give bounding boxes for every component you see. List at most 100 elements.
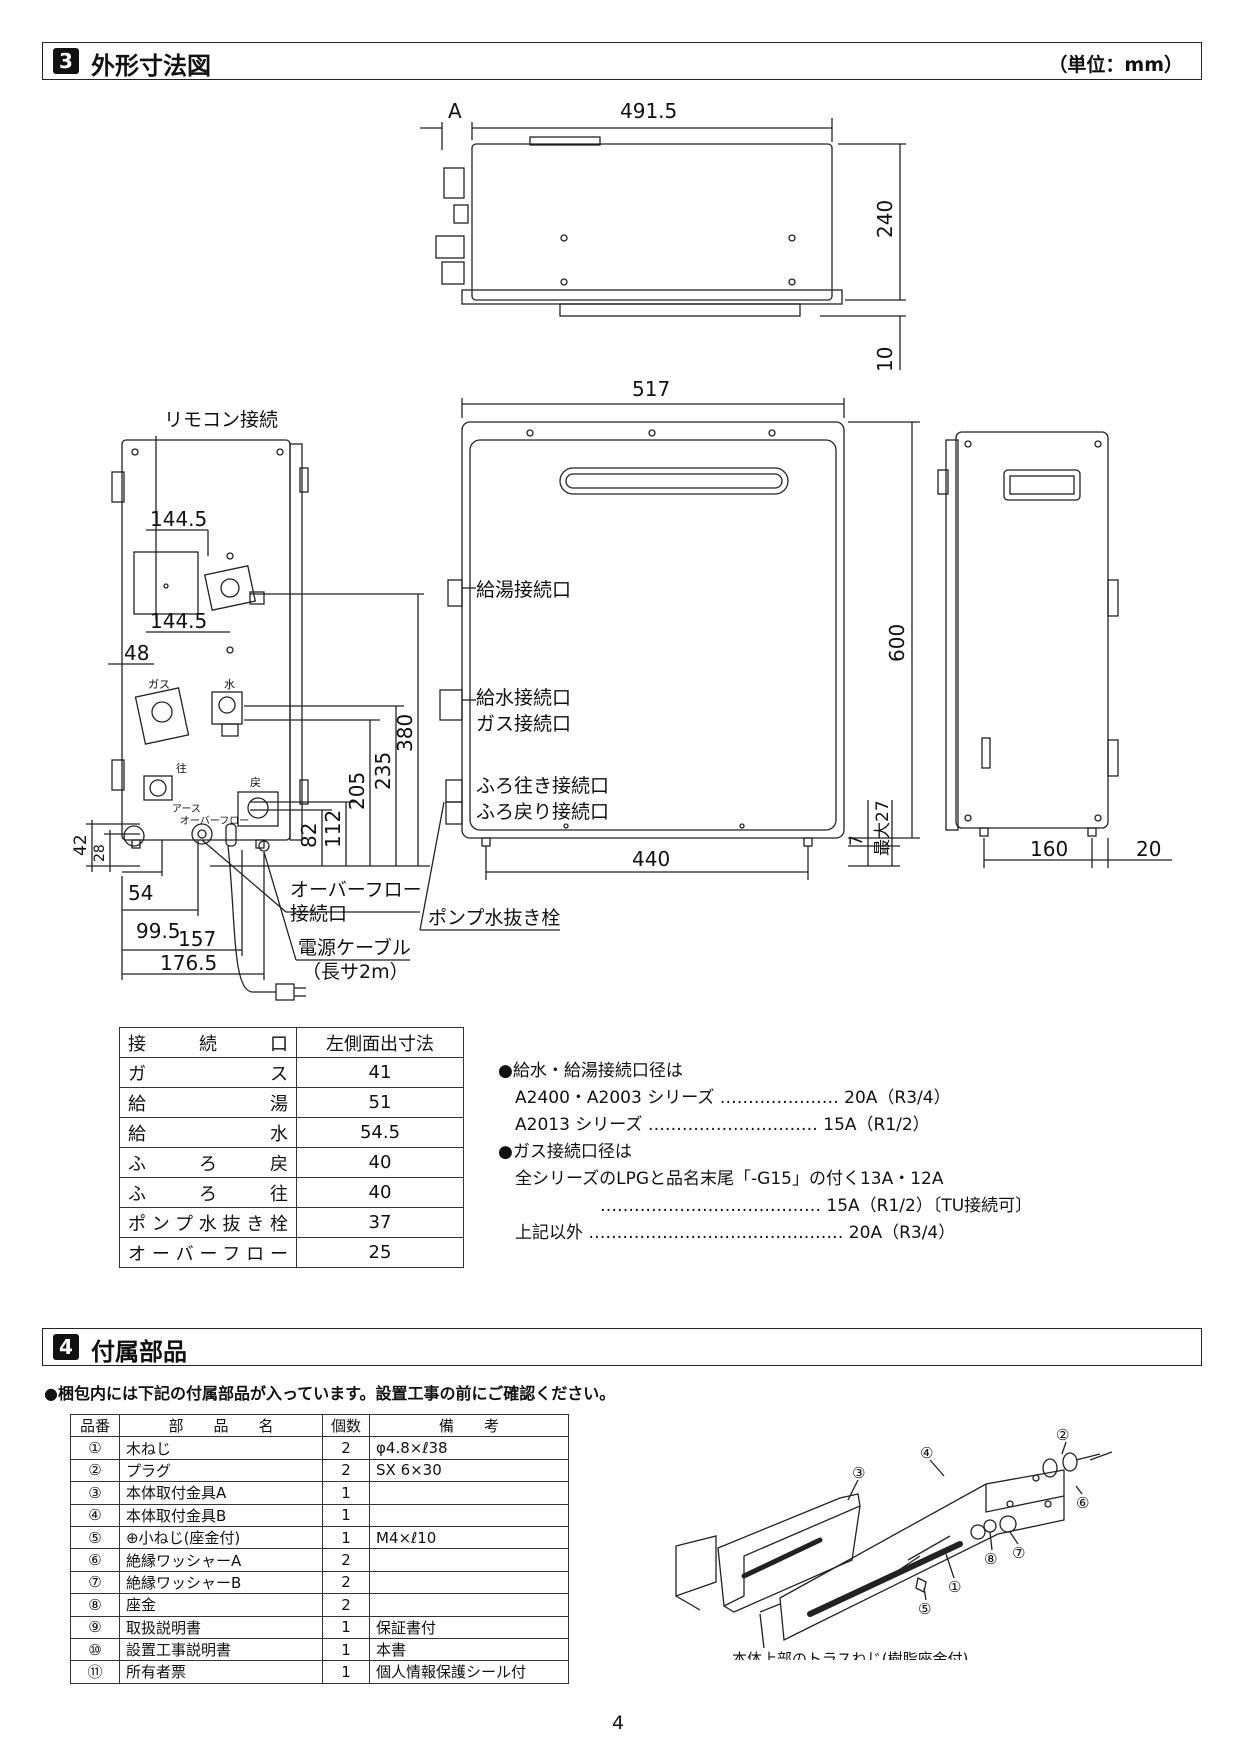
table-header: 品番 (70, 1413, 120, 1438)
dim-144-5-upper: 144.5 (150, 507, 207, 531)
label-gas-port: ガス接続口 (476, 713, 571, 735)
dim-seven: 7 (847, 835, 867, 846)
section-4-header: 4 付属部品 (42, 1328, 1202, 1366)
label-overflow-1: オーバーフロー (290, 879, 422, 901)
dim-28: 28 (92, 844, 108, 862)
table-cell: 本体取付金具A (119, 1481, 323, 1505)
table-cell: 絶縁ワッシャーB (119, 1570, 323, 1595)
front-view (439, 398, 920, 880)
dim-width-front: 517 (632, 377, 670, 401)
table-cell: 25 (296, 1237, 464, 1268)
table-cell: 2 (322, 1458, 370, 1483)
mark-gas: ガス (148, 678, 170, 691)
table-cell: 2 (322, 1436, 370, 1460)
table-cell: 1 (322, 1615, 370, 1639)
table-cell: 取扱説明書 (119, 1615, 323, 1639)
note-line: ●給水・給湯接続口径は (498, 1061, 683, 1081)
table-cell: 本体取付金具B (119, 1503, 323, 1527)
section-number-badge: 3 (53, 48, 79, 74)
dimension-drawing: A 491.5 240 10 517 600 440 最大27 7 給湯接続口 … (71, 99, 1172, 1001)
dim-205: 205 (345, 772, 369, 810)
dim-width-top: 491.5 (620, 99, 677, 123)
table-cell: 所有者票 (119, 1660, 323, 1684)
table-cell: ④ (70, 1503, 120, 1527)
right-side-view (937, 431, 1172, 868)
table-cell: 2 (322, 1548, 370, 1572)
table-cell: 1 (322, 1660, 370, 1684)
table-header-row: 接 続 口 左側面出寸法 (119, 1027, 464, 1058)
label-bath-go-port: ふろ往き接続口 (476, 775, 609, 797)
table-cell: 40 (296, 1177, 464, 1208)
table-cell: 座金 (119, 1593, 323, 1617)
table-cell: ⑥ (70, 1548, 120, 1572)
label-hot-water-port: 給湯接続口 (476, 579, 571, 601)
table-cell: ⑩ (70, 1637, 120, 1662)
mark-earth: アース (172, 804, 201, 815)
table-cell: 保証書付 (369, 1615, 569, 1639)
callout-4: ④ (920, 1444, 933, 1462)
dim-42: 42 (71, 834, 91, 856)
table-cell (369, 1503, 569, 1527)
table-cell: ⑪ (70, 1660, 120, 1684)
section-title: 付属部品 (91, 1338, 187, 1366)
table-header: 部 品 名 (119, 1413, 323, 1438)
section-title: 外形寸法図 (91, 52, 211, 80)
dim-176-5: 176.5 (160, 951, 217, 975)
connection-notes: ●給水・給湯接続口径は A2400・A2003 シリーズ ………………… 20A… (498, 1058, 1032, 1247)
table-cell: ⑦ (70, 1570, 120, 1595)
dim-bottom-front: 440 (632, 847, 670, 871)
table-cell: ② (70, 1458, 120, 1483)
label-power-cable-2: （長サ2m） (302, 961, 409, 983)
callout-1: ① (948, 1578, 961, 1596)
mark-water: 水 (224, 678, 235, 691)
table-cell: ふ ろ 往 (119, 1177, 297, 1208)
table-cell: 木ねじ (119, 1436, 323, 1460)
table-cell: オーバーフロー (119, 1237, 297, 1268)
table-cell: 1 (322, 1637, 370, 1662)
dim-157: 157 (178, 927, 216, 951)
table-header: 左側面出寸法 (296, 1027, 464, 1058)
mark-overflow: オーバーフロー (180, 815, 249, 827)
dim-112: 112 (321, 810, 345, 848)
top-view (420, 118, 906, 370)
table-cell: プラグ (119, 1458, 323, 1483)
table-cell: φ4.8×ℓ38 (369, 1436, 569, 1460)
bracket-assembly-drawing: ③ ④ ② ⑥ ⑧ ⑦ ① ⑤ 本体上部のトラスねじ(樹脂座金付) (675, 1426, 1113, 1660)
table-cell (369, 1593, 569, 1617)
table-cell: ⑨ (70, 1615, 120, 1639)
mark-return: 戻 (250, 776, 261, 789)
accessory-note: ●梱包内には下記の付属部品が入っています。設置工事の前にご確認ください。 (44, 1384, 616, 1403)
table-cell: 設置工事説明書 (119, 1637, 323, 1662)
table-cell: SX 6×30 (369, 1458, 569, 1483)
table-cell: 絶縁ワッシャーA (119, 1548, 323, 1572)
dim-a: A (448, 99, 462, 123)
table-cell: ① (70, 1436, 120, 1460)
table-cell: 給 水 (119, 1117, 297, 1148)
table-cell: M4×ℓ10 (369, 1525, 569, 1550)
dim-54: 54 (128, 881, 153, 905)
note-line: A2013 シリーズ ………………………… 15A（R1/2） (498, 1115, 930, 1135)
table-cell: 個人情報保護シール付 (369, 1660, 569, 1684)
table-header: 個数 (322, 1413, 370, 1438)
callout-5: ⑤ (918, 1600, 931, 1618)
page-number: 4 (612, 1712, 625, 1734)
table-cell: 2 (322, 1570, 370, 1595)
label-overflow-2: 接続口 (290, 903, 347, 925)
label-pump-drain: ポンプ水抜き栓 (428, 907, 560, 929)
table-cell: 40 (296, 1147, 464, 1178)
table-cell: 37 (296, 1207, 464, 1238)
table-cell: 1 (322, 1525, 370, 1550)
dim-48: 48 (124, 641, 149, 665)
table-cell: ガ ス (119, 1057, 297, 1088)
table-header-row: 品番 部 品 名 個数 備 考 (70, 1413, 569, 1438)
